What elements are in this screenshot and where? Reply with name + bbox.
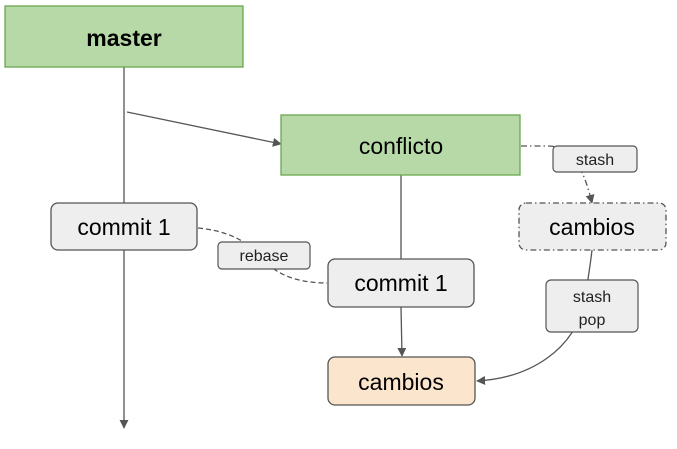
- rebase-edge-label: rebase: [217, 241, 311, 270]
- stash-pop-label-box: [545, 279, 639, 333]
- stashed-changes-node: cambios: [518, 202, 667, 251]
- conflicto-label: conflicto: [359, 133, 443, 159]
- commit-right-node: commit 1: [327, 258, 475, 308]
- final-changes-box: [327, 356, 476, 406]
- stash-pop-label-line1: stash: [573, 289, 611, 306]
- commit-left-box: [50, 202, 198, 251]
- branch-to-conflicto-edge: [126, 111, 282, 147]
- stash-pop-label-line2: pop: [579, 312, 606, 329]
- commit-to-changes-edge: [397, 306, 407, 357]
- commit-right-label: commit 1: [354, 270, 447, 296]
- stash-pop-edge-label: stash pop: [545, 279, 639, 333]
- master-label: master: [86, 25, 161, 51]
- commit-left-node: commit 1: [50, 202, 198, 251]
- master-box: [4, 5, 244, 68]
- stashed-changes-box: [518, 202, 667, 251]
- master-node: master: [4, 5, 244, 68]
- commit-right-box: [327, 258, 475, 308]
- stash-label-box: [552, 145, 638, 173]
- stash-edge-label: stash: [552, 145, 638, 173]
- stash-label-text: stash: [576, 152, 614, 169]
- commit-left-label: commit 1: [77, 214, 170, 240]
- conflicto-node: conflicto: [280, 114, 521, 176]
- stashed-changes-label: cambios: [549, 214, 635, 240]
- final-changes-label: cambios: [358, 369, 444, 395]
- rebase-label-box: [217, 241, 311, 270]
- rebase-label-text: rebase: [240, 248, 289, 265]
- conflicto-box: [280, 114, 521, 176]
- final-changes-node: cambios: [327, 356, 476, 406]
